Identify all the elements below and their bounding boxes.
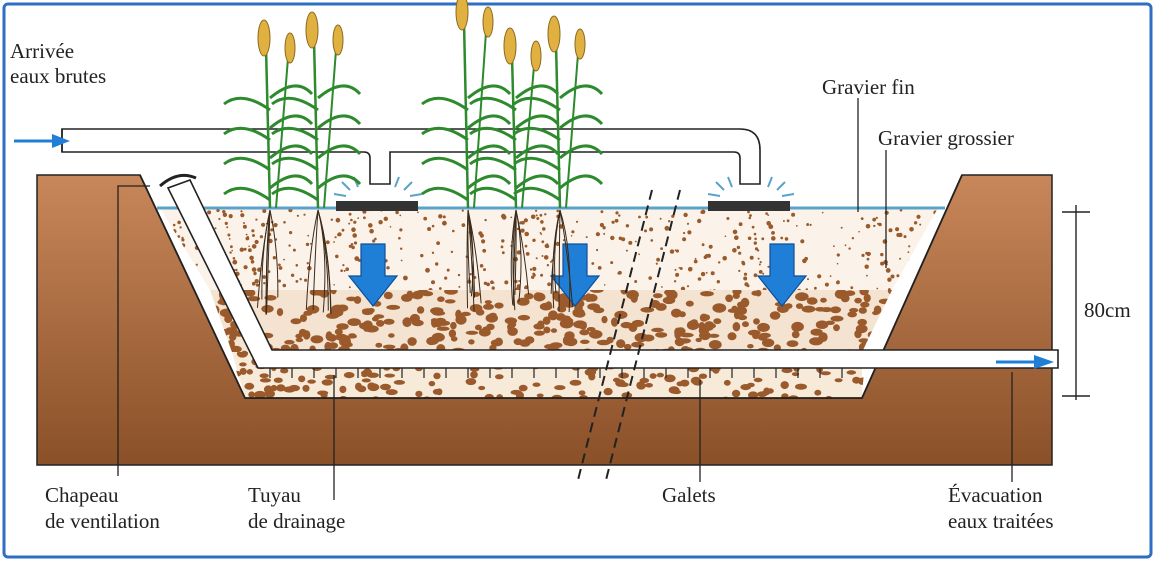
label-vent-cap-1: Chapeau bbox=[45, 483, 119, 507]
label-fine-gravel: Gravier fin bbox=[822, 75, 915, 99]
reed-plant bbox=[513, 15, 604, 313]
splash-plate-1 bbox=[336, 201, 418, 211]
label-coarse-gravel: Gravier grossier bbox=[878, 126, 1014, 150]
down-flow-arrow bbox=[347, 243, 399, 307]
section-cut bbox=[577, 189, 681, 481]
bed-fine-gravel bbox=[160, 208, 938, 290]
label-pebbles: Galets bbox=[662, 483, 716, 507]
label-depth: 80cm bbox=[1084, 298, 1131, 322]
label-treated-outlet-1: Évacuation bbox=[948, 483, 1043, 507]
ventilation-cap-icon bbox=[159, 173, 197, 188]
label-drain-pipe-1: Tuyau bbox=[248, 483, 301, 507]
drainage-perforations bbox=[269, 368, 843, 378]
bed-outline bbox=[139, 174, 963, 399]
leader-lines bbox=[117, 98, 1013, 500]
inlet-pipe bbox=[61, 128, 761, 185]
depth-dimension bbox=[1062, 205, 1090, 400]
label-raw-inlet-2: eaux brutes bbox=[10, 64, 106, 88]
label-treated-outlet-2: eaux traitées bbox=[948, 509, 1054, 533]
reed-plant bbox=[421, 0, 512, 312]
reed-plant bbox=[469, 27, 560, 311]
reed-plant bbox=[271, 11, 362, 314]
down-flow-arrow bbox=[549, 243, 601, 307]
label-drain-pipe-2: de drainage bbox=[248, 509, 345, 533]
right-flow-arrow bbox=[996, 355, 1054, 369]
reed-plant bbox=[223, 19, 314, 315]
splash-plate-2 bbox=[708, 201, 790, 211]
label-vent-cap-2: de ventilation bbox=[45, 509, 160, 533]
down-flow-arrow bbox=[756, 243, 808, 307]
right-flow-arrow bbox=[14, 134, 70, 148]
label-raw-inlet-1: Arrivée bbox=[10, 39, 74, 63]
drainage-pipe bbox=[166, 179, 1059, 369]
